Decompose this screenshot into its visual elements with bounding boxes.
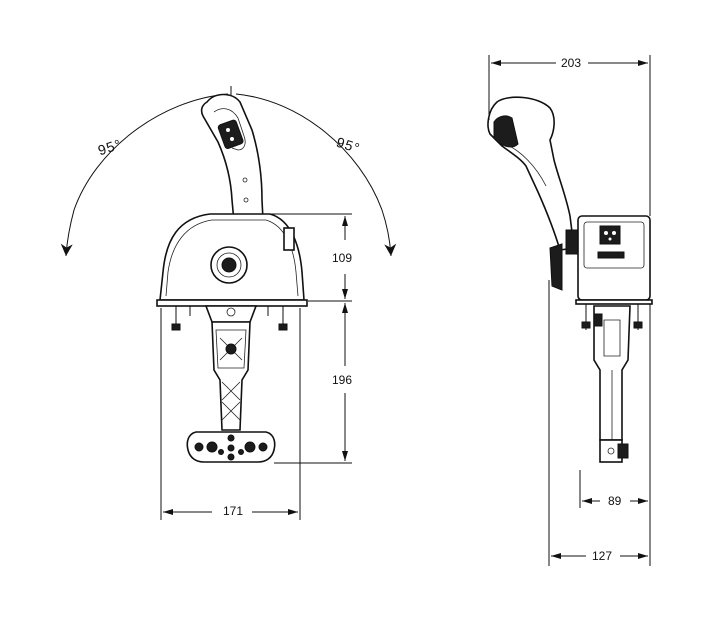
front-view: 95° 95° <box>60 86 397 520</box>
dim-label-127: 127 <box>592 549 612 563</box>
dim-label-89: 89 <box>608 494 622 508</box>
dim-label-196: 196 <box>332 373 352 387</box>
housing-button-icon <box>599 225 621 245</box>
housing-label-icon <box>597 251 625 259</box>
dim-middle-side <box>579 304 651 508</box>
dim-bottom-side <box>548 280 651 566</box>
lever-handle <box>200 93 265 245</box>
dim-label-171: 171 <box>223 504 243 518</box>
housing-side <box>575 215 653 305</box>
control-housing <box>156 213 308 331</box>
swing-arc-right <box>235 93 397 257</box>
grip-pad-icon <box>493 115 519 148</box>
side-cap <box>283 227 295 251</box>
dim-top-side <box>488 55 651 216</box>
base-plate <box>156 299 308 307</box>
dim-horizontal-front <box>160 308 301 520</box>
dim-label-203: 203 <box>561 56 581 70</box>
lever-button-icon <box>217 119 244 149</box>
dim-vertical-front <box>268 213 352 464</box>
lower-mechanism <box>186 305 276 463</box>
lever-side-profile <box>487 96 579 291</box>
hub-icon <box>221 257 237 273</box>
swing-arc-left <box>60 93 229 257</box>
dim-label-109: 109 <box>332 251 352 265</box>
angle-label-right: 95° <box>334 134 362 157</box>
side-view: 203 89 127 <box>487 55 653 566</box>
angle-label-left: 95° <box>96 136 124 159</box>
lower-side-mechanism <box>581 304 643 463</box>
